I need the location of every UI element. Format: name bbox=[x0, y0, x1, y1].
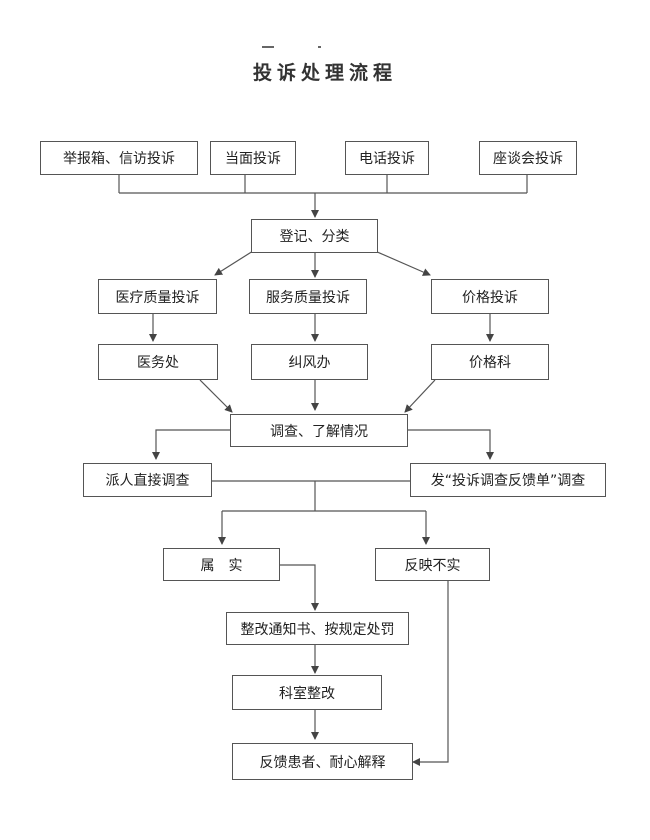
source-face-to-face: 当面投诉 bbox=[210, 141, 296, 175]
register-classify: 登记、分类 bbox=[251, 219, 378, 253]
service-quality-complaint: 服务质量投诉 bbox=[249, 279, 367, 314]
correction-office: 纠风办 bbox=[251, 344, 368, 380]
investigate: 调查、了解情况 bbox=[230, 414, 408, 447]
not-verified: 反映不实 bbox=[375, 548, 490, 581]
source-complaint-box-letter: 举报箱、信访投诉 bbox=[40, 141, 198, 175]
feedback-patient: 反馈患者、耐心解释 bbox=[232, 743, 413, 780]
direct-investigation: 派人直接调查 bbox=[83, 463, 212, 497]
department-rectify: 科室整改 bbox=[232, 675, 382, 710]
price-complaint: 价格投诉 bbox=[431, 279, 549, 314]
source-forum: 座谈会投诉 bbox=[479, 141, 577, 175]
scan-mark bbox=[318, 46, 321, 48]
medical-quality-complaint: 医疗质量投诉 bbox=[98, 279, 217, 314]
page-title: 投诉处理流程 bbox=[252, 62, 397, 84]
source-phone: 电话投诉 bbox=[345, 141, 429, 175]
verified-true: 属 实 bbox=[163, 548, 280, 581]
price-dept: 价格科 bbox=[431, 344, 549, 380]
scan-mark bbox=[262, 46, 274, 48]
rectification-notice: 整改通知书、按规定处罚 bbox=[226, 612, 409, 645]
feedback-form-investigation: 发“投诉调查反馈单”调查 bbox=[410, 463, 606, 497]
medical-affairs-dept: 医务处 bbox=[98, 344, 218, 380]
